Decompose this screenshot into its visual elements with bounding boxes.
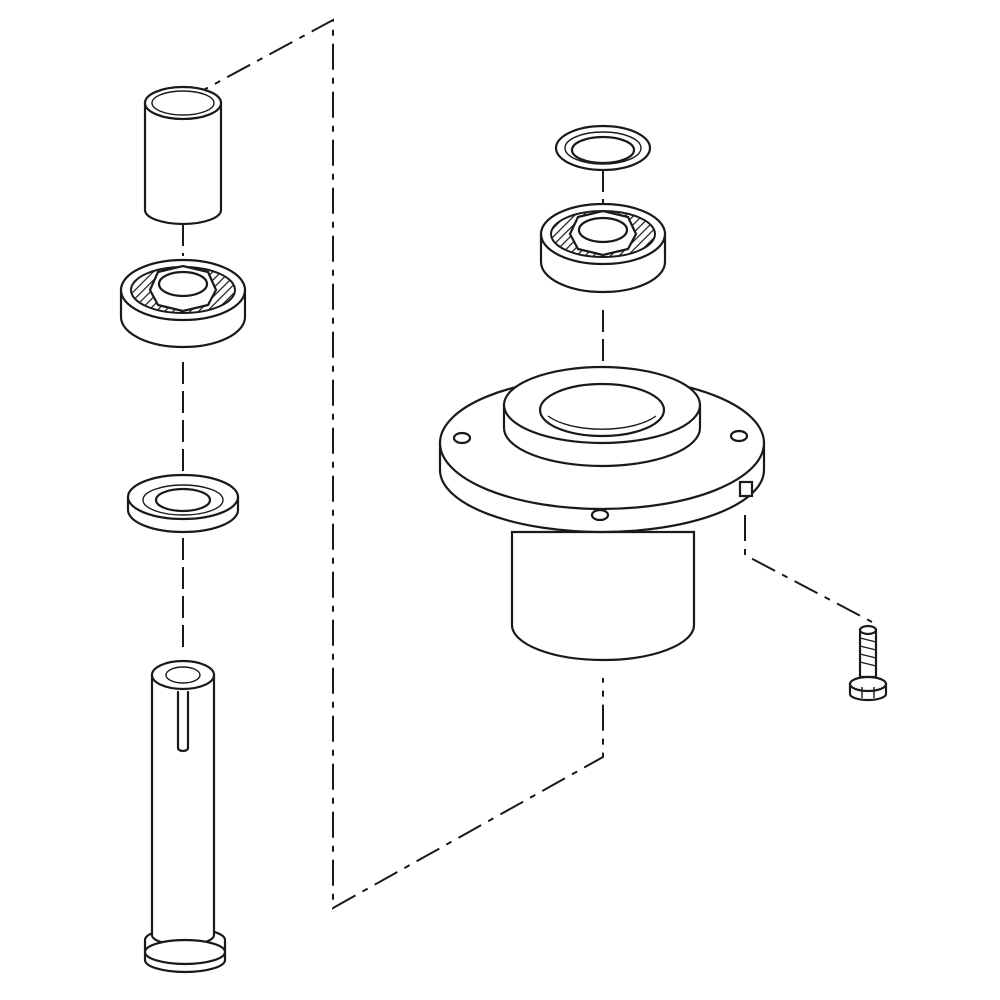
thin-washer xyxy=(554,124,652,172)
assembly-leader-line xyxy=(184,18,873,910)
flat-washer xyxy=(126,473,240,534)
spacer-tube xyxy=(143,85,223,226)
hex-bolt xyxy=(848,624,888,702)
upper-left-bearing xyxy=(119,258,247,349)
upper-right-bearing xyxy=(539,202,667,294)
spindle-housing xyxy=(438,365,766,662)
spindle-shaft xyxy=(143,659,227,974)
